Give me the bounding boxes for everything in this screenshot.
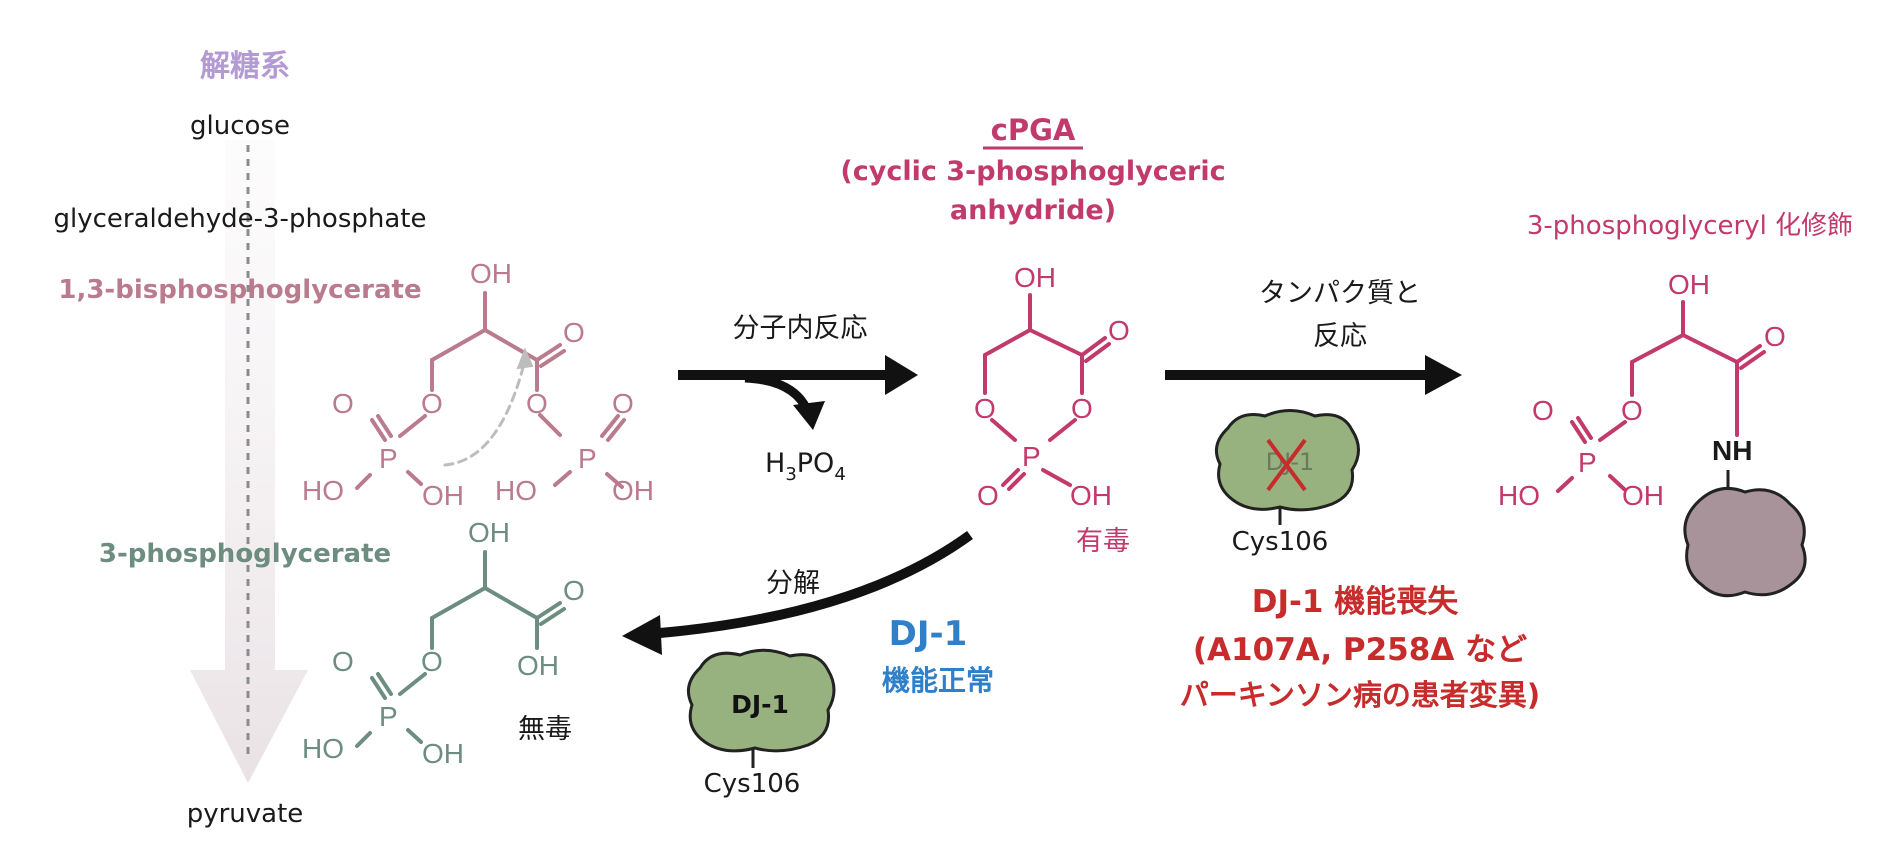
cpga-o-ring-left: O [974, 393, 996, 424]
pg3-p-oh: OH [422, 738, 464, 769]
nontoxic-label: 無毒 [518, 714, 572, 745]
dj1-normal-name: DJ-1 [889, 614, 968, 654]
pg3-o-carbonyl: O [563, 575, 585, 606]
product-o-carbonyl: O [1764, 321, 1786, 352]
bpg-label: 1,3-bisphosphoglycerate [58, 275, 421, 305]
glucose-label: glucose [190, 111, 290, 141]
bpg-p2: P [578, 443, 597, 474]
decomposition-arrow-shaft [659, 530, 973, 638]
cpga-structure [983, 293, 1111, 491]
bpg-structure [355, 291, 626, 490]
product-p-ho: HO [1498, 480, 1540, 511]
h3po4-label: H3PO4 [765, 448, 846, 485]
toxic-label: 有毒 [1076, 526, 1130, 557]
dj1-normal-protein: DJ-1 Cys106 [686, 648, 836, 799]
dj1-normal-cys: Cys106 [704, 769, 801, 799]
pg3-o-ester: O [421, 646, 443, 677]
cpga-o-ring-right: O [1071, 393, 1093, 424]
bpg-oh-top: OH [470, 258, 512, 289]
dj1-normal-status: 機能正常 [882, 664, 994, 697]
glycolysis-arrow-shape [190, 140, 308, 783]
dj1-normal-protein-label: DJ-1 [731, 690, 789, 719]
bpg-o-ester: O [421, 388, 443, 419]
protein-reaction-line2: 反応 [1313, 321, 1367, 352]
bpg-p2-o-double: O [612, 388, 634, 419]
dj1-loss-cross-b [1266, 438, 1307, 492]
cpga-abbr: cPGA [991, 113, 1076, 147]
product-title: 3-phosphoglyceryl 化修飾 [1527, 211, 1853, 241]
bpg-p1-ho: HO [302, 475, 344, 506]
dj1-loss-title: DJ-1 機能喪失 [1252, 584, 1459, 620]
dj1-normal-blob [686, 648, 836, 753]
modified-protein-blob [1683, 486, 1807, 598]
bpg-p2-oh: OH [612, 475, 654, 506]
dj1-loss-cys: Cys106 [1232, 527, 1329, 557]
pg3-p-ho: HO [302, 733, 344, 764]
glycolysis-title: 解糖系 [200, 49, 290, 84]
product-atoms: OH O O O P HO OH [1498, 269, 1786, 511]
bpg-p1: P [379, 443, 398, 474]
product-p-o-double: O [1532, 395, 1554, 426]
cpga-atoms: OH O O O P O OH [974, 262, 1130, 511]
bpg-p1-o-double: O [332, 388, 354, 419]
decomposition-label: 分解 [766, 568, 820, 599]
cpga-p-o-double: O [977, 480, 999, 511]
product-o-ester: O [1621, 395, 1643, 426]
cpga-full-line2: anhydride) [950, 195, 1116, 226]
cpga-p-oh: OH [1070, 480, 1112, 511]
pg3-oh-top: OH [468, 517, 510, 548]
protein-reaction-line1: タンパク質と [1259, 278, 1421, 309]
product-p-oh: OH [1622, 480, 1664, 511]
product-structure [1556, 300, 1766, 493]
cpga-p: P [1022, 441, 1041, 472]
g3p-label: glyceraldehyde-3-phosphate [54, 204, 427, 234]
product-oh-top: OH [1668, 269, 1710, 300]
cpga-oh-top: OH [1014, 262, 1056, 293]
dj1-loss-mutations: (A107A, P258Δ など [1193, 632, 1527, 668]
protein-reaction-arrow-head [1425, 355, 1462, 395]
pg3-atoms: OH O OH O O P HO OH [302, 517, 585, 769]
byproduct-branch-head [793, 401, 825, 430]
bpg-o-carbonyl: O [563, 317, 585, 348]
decomposition-arrow-head [622, 615, 662, 655]
intramolecular-arrow-head [885, 355, 918, 395]
product-p: P [1578, 447, 1597, 478]
pg3-p-o-double: O [332, 646, 354, 677]
pg3-oh-acid: OH [517, 650, 559, 681]
bpg-p1-oh: OH [422, 480, 464, 511]
bpg-atoms: OH O O O O P HO OH O P HO OH [302, 258, 654, 511]
product-nh: NH [1712, 435, 1752, 466]
bpg-p2-ho: HO [495, 475, 537, 506]
pg3-p: P [379, 701, 398, 732]
dj1-loss-protein: DJ-1 Cys106 [1214, 409, 1360, 557]
cpga-full-line1: (cyclic 3-phosphoglyceric [840, 156, 1225, 187]
bpg-o-anhydride: O [526, 388, 548, 419]
pg3-label: 3-phosphoglycerate [99, 539, 391, 569]
dj1-loss-blob [1214, 409, 1360, 512]
cpga-o-carbonyl: O [1108, 315, 1130, 346]
pg3-structure [355, 550, 566, 748]
intramolecular-reaction-label: 分子内反応 [733, 313, 868, 344]
dj1-loss-disease: パーキンソン病の患者変異) [1180, 678, 1540, 712]
pyruvate-label: pyruvate [187, 799, 304, 829]
